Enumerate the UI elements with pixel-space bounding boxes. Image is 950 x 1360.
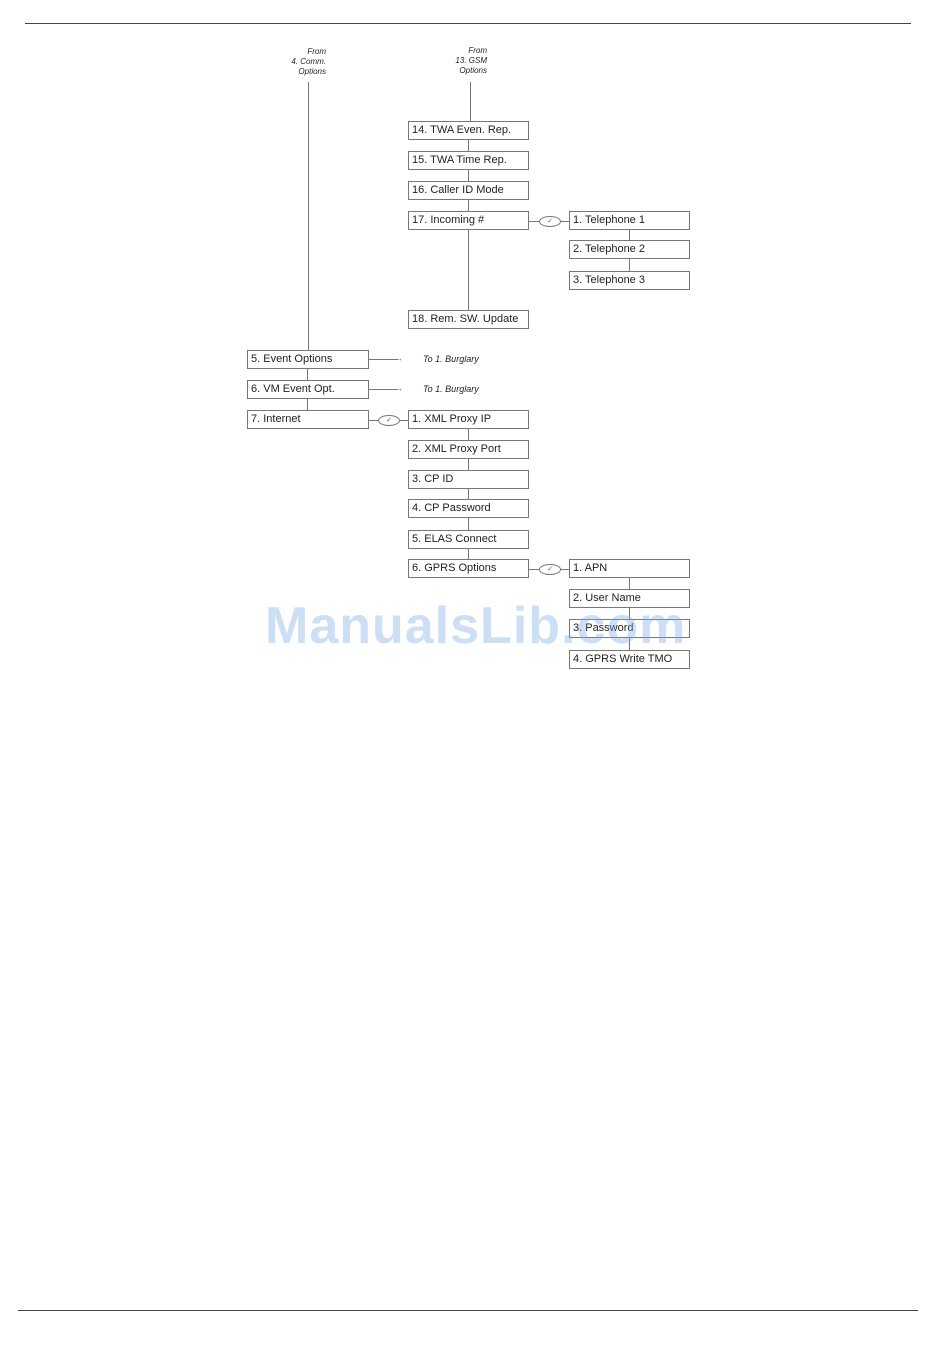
menu-item-gprs-options: 6. GPRS Options [408,559,529,578]
menu-item-xml-proxy-port: 2. XML Proxy Port [408,440,529,459]
menu-item-rem-sw-update: 18. Rem. SW. Update [408,310,529,329]
menu-item-user-name: 2. User Name [569,589,690,608]
from-gsm-options-note: From 13. GSM Options [455,46,487,75]
menu-item-password: 3. Password [569,619,690,638]
manualslib-watermark: ManualsLib.com [265,597,687,655]
top-rule [25,23,911,24]
internet-chain-line [468,429,469,560]
menu-item-telephone-2: 2. Telephone 2 [569,240,690,259]
menu-item-elas-connect: 5. ELAS Connect [408,530,529,549]
event-options-arrow-icon: → [394,353,403,363]
menu-item-telephone-3: 3. Telephone 3 [569,271,690,290]
menu-item-cp-id: 3. CP ID [408,470,529,489]
menu-item-twa-even-rep: 14. TWA Even. Rep. [408,121,529,140]
vm-event-arrow-icon: → [394,383,403,393]
menu-item-cp-password: 4. CP Password [408,499,529,518]
gprs-chain-line [629,578,630,650]
gprs-check-icon: ✓ [539,564,561,575]
menu-item-incoming: 17. Incoming # [408,211,529,230]
menu-item-twa-time-rep: 15. TWA Time Rep. [408,151,529,170]
to-burglary-label-1: To 1. Burglary [423,354,479,364]
vm-event-arrow-line [369,389,398,390]
menu-item-xml-proxy-ip: 1. XML Proxy IP [408,410,529,429]
menu-item-vm-event-opt: 6. VM Event Opt. [247,380,369,399]
gsm-trunk-line [470,82,471,122]
to-burglary-label-2: To 1. Burglary [423,384,479,394]
event-options-arrow-line [369,359,398,360]
comm-trunk-line [308,82,309,350]
menu-item-apn: 1. APN [569,559,690,578]
menu-item-caller-id-mode: 16. Caller ID Mode [408,181,529,200]
bottom-rule [18,1310,918,1311]
incoming-check-icon: ✓ [539,216,561,227]
menu-item-telephone-1: 1. Telephone 1 [569,211,690,230]
menu-item-event-options: 5. Event Options [247,350,369,369]
menu-item-gprs-write-tmo: 4. GPRS Write TMO [569,650,690,669]
internet-check-icon: ✓ [378,415,400,426]
menu-item-internet: 7. Internet [247,410,369,429]
from-comm-options-note: From 4. Comm. Options [291,47,326,76]
